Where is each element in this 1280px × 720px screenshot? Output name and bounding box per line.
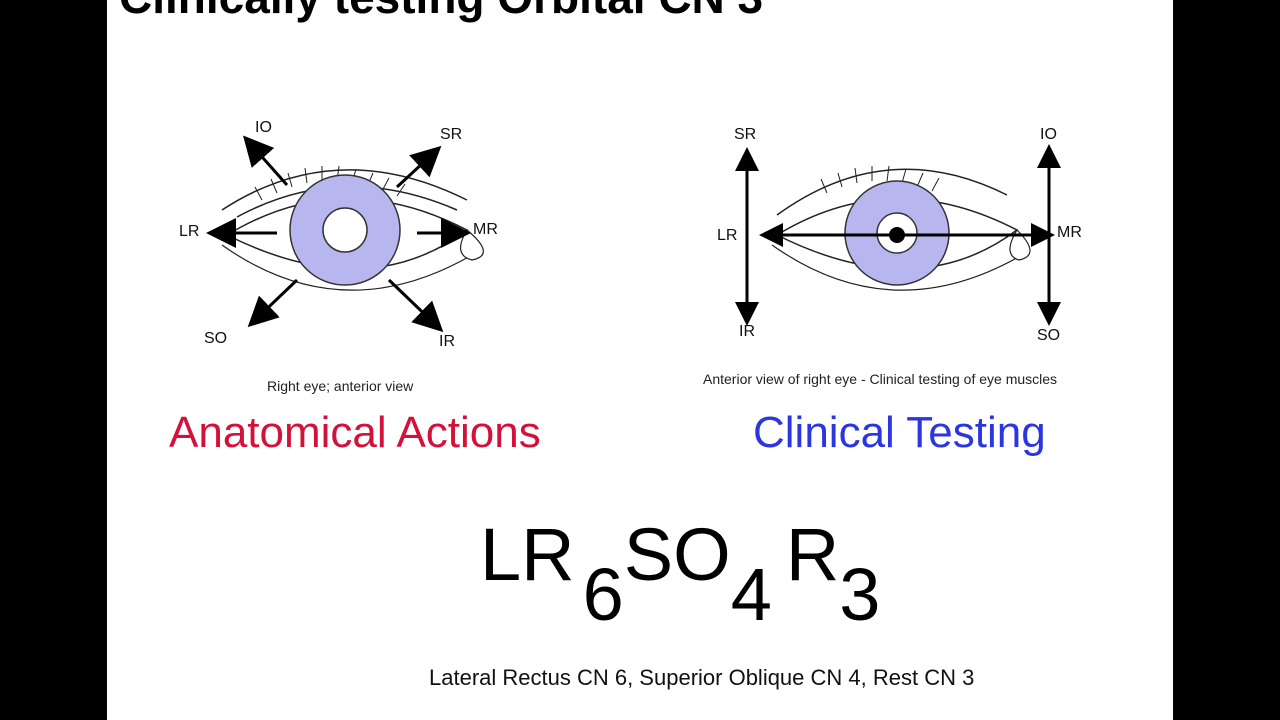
caption-clinical: Anterior view of right eye - Clinical te…	[703, 371, 1058, 387]
label-lr: LR	[179, 223, 200, 240]
label-ir: IR	[739, 323, 755, 340]
slide-title: Clinically testing Orbital CN 3	[119, 0, 763, 24]
mnemonic-so: SO	[623, 513, 731, 596]
label-mr: MR	[1057, 224, 1082, 241]
clinical-eye-figure: SR IO LR MR IR SO	[707, 105, 1107, 365]
mnemonic-lr-sub: 6	[582, 553, 624, 636]
label-mr: MR	[473, 221, 498, 238]
mnemonic-r-sub: 3	[839, 553, 881, 636]
footnote: Lateral Rectus CN 6, Superior Oblique CN…	[429, 665, 975, 690]
mnemonic-so-sub: 4	[730, 553, 772, 636]
slide: Clinically testing Orbital CN 3	[107, 0, 1173, 720]
label-sr: SR	[734, 126, 757, 143]
label-io: IO	[255, 119, 272, 136]
label-ir: IR	[439, 333, 455, 350]
anatomical-eye-drawing	[206, 135, 484, 333]
label-so: SO	[1037, 327, 1061, 344]
label-sr: SR	[440, 126, 463, 143]
mnemonic-lr: LR	[480, 513, 575, 596]
label-lr: LR	[717, 227, 738, 244]
caption-anatomical: Right eye; anterior view	[267, 378, 414, 394]
label-io: IO	[1040, 126, 1057, 143]
mnemonic-r: R	[785, 513, 840, 596]
heading-clinical-testing: Clinical Testing	[753, 408, 1046, 457]
clinical-eye-drawing	[735, 144, 1061, 326]
anatomical-eye-figure: IO SR LR MR SO IR	[167, 105, 547, 365]
label-so: SO	[204, 330, 228, 347]
heading-anatomical-actions: Anatomical Actions	[169, 408, 541, 457]
